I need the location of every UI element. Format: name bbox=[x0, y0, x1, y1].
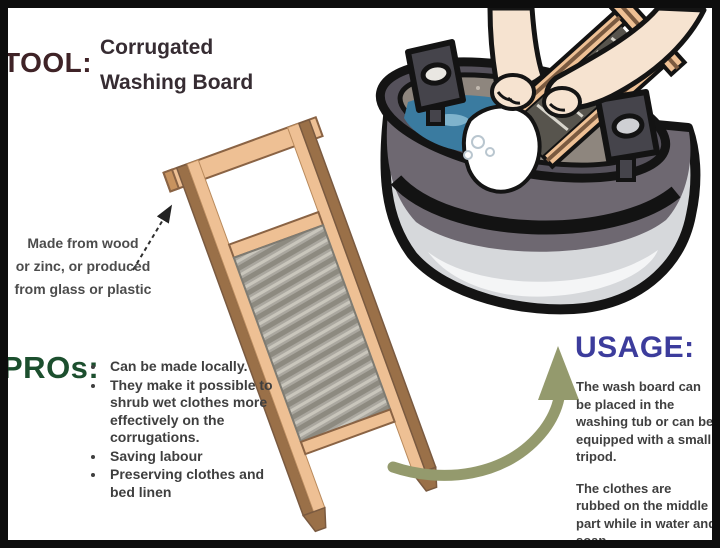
arms-washing bbox=[487, 5, 707, 118]
pros-list: Can be made locally.They make it possibl… bbox=[90, 358, 291, 502]
usage-label: USAGE: bbox=[575, 331, 695, 364]
page-title: Corrugated Washing Board bbox=[100, 36, 254, 94]
material-note: Made from wood or zinc, or produced from… bbox=[14, 235, 152, 297]
usage-paragraph: The wash board can be placed in the wash… bbox=[576, 379, 714, 464]
pros-label: PROs: bbox=[2, 350, 100, 385]
pros-list-item: They make it possible to shrub wet cloth… bbox=[106, 377, 291, 447]
usage-paragraph: The clothes are rubbed on the middle par… bbox=[576, 480, 717, 548]
material-arrow-icon bbox=[132, 204, 173, 271]
tub-handle-left bbox=[405, 39, 466, 126]
pros-list-item: Can be made locally. bbox=[106, 358, 291, 376]
pros-list-item: Saving labour bbox=[106, 448, 291, 466]
usage-text: The wash board can be placed in the wash… bbox=[576, 378, 717, 548]
tub-handle-right bbox=[595, 89, 660, 182]
washing-tub-illustration bbox=[375, 0, 707, 315]
pros-list-item: Preserving clothes and bed linen bbox=[106, 466, 291, 501]
tool-label: TOOL: bbox=[3, 47, 93, 78]
usage-arrow-icon bbox=[387, 346, 579, 481]
washboard-illustration bbox=[162, 115, 438, 533]
